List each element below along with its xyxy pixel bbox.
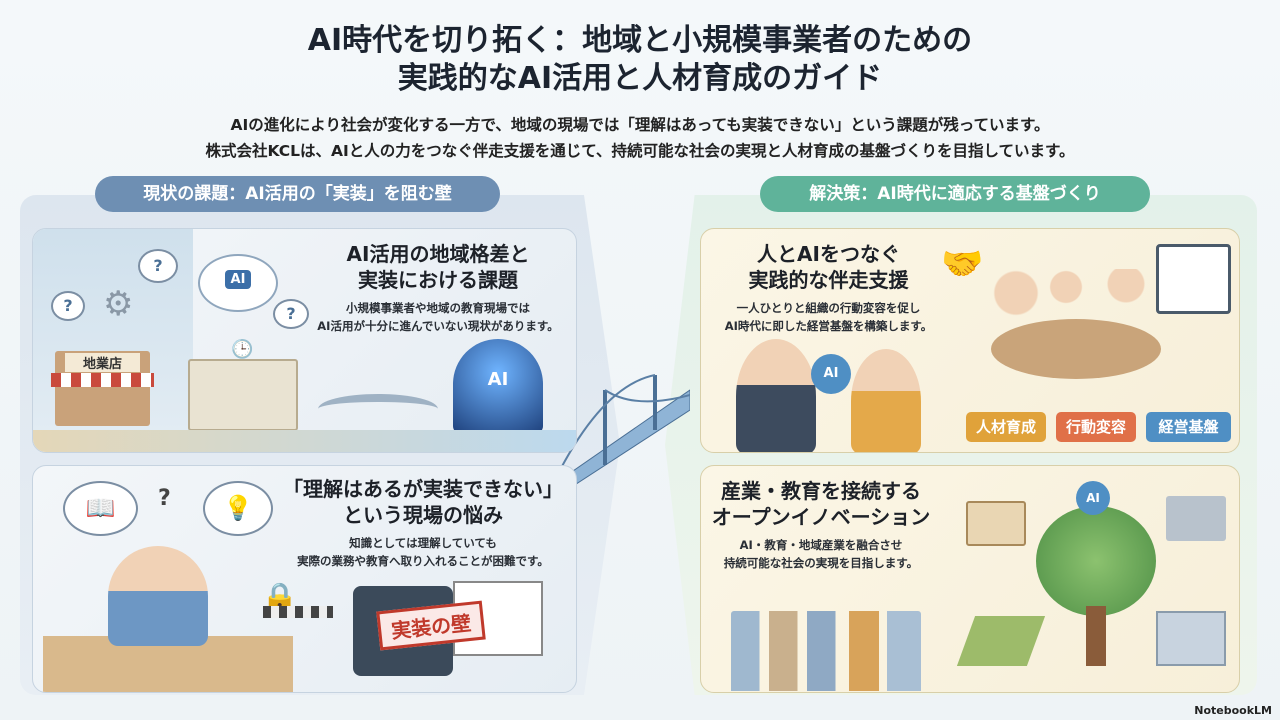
tree-of-ai [1036, 506, 1156, 616]
clock-icon: 🕒 [231, 339, 254, 360]
problem-header: 現状の課題：AI活用の「実装」を阻む壁 [95, 176, 500, 212]
card-text: AI活用の地域格差と実装における課題 小規模事業者や地域の教育現場では AI活用が… [298, 241, 576, 335]
ai-chip-bubble: AI [198, 254, 278, 312]
ai-figure: AI [453, 339, 543, 434]
ai-chip-label: AI [224, 270, 252, 289]
brand-label: NotebookLM [1194, 704, 1272, 717]
factory-icon [1166, 496, 1226, 541]
card-text: 「理解はあるが実装できない」という現場の悩み 知識としては理解していても実際の業… [273, 476, 573, 570]
card-title-line-1: AI活用の地域格差と [346, 242, 530, 266]
title-line-2: 実践的なAI活用と人材育成のガイド [397, 61, 883, 96]
ai-figure-label: AI [487, 369, 509, 390]
notebooklm-logo: NotebookLM [1194, 704, 1272, 717]
tag-talent-development: 人材育成 [966, 412, 1046, 442]
solution-header: 解決策：AI時代に適応する基盤づくり [760, 176, 1150, 212]
card-desc-line-2: AI活用が十分に進んでいない現状があります。 [317, 319, 559, 333]
card-open-innovation: 産業・教育を接続するオープンイノベーション AI・教育・地域産業を融合させ持続可… [700, 465, 1240, 693]
card-desc-line-1: 小規模事業者や地域の教育現場では [346, 301, 530, 315]
farm-field [956, 616, 1046, 666]
book-thought-bubble-icon: 📖 [63, 481, 138, 536]
tag-behavior-change: 行動変容 [1056, 412, 1136, 442]
card-text: 人とAIをつなぐ実践的な伴走支援 一人ひとりと組織の行動変容を促し AI時代に即し… [706, 241, 951, 335]
water [33, 430, 576, 452]
handshake-icon: 🤝 [941, 244, 984, 284]
school-building [188, 359, 298, 431]
question-bubble-icon: ? [138, 249, 178, 283]
gear-icon: ⚙ [103, 284, 134, 324]
data-center-icon [1156, 611, 1226, 666]
card-desc-line-1: 一人ひとりと組織の行動変容を促し [736, 301, 921, 315]
page-title: AI時代を切り拓く：地域と小規模事業者のための 実践的なAI活用と人材育成のガイ… [0, 22, 1280, 98]
card-desc-line-2: AI時代に即した経営基盤を構築します。 [724, 319, 933, 333]
city-skyline [731, 611, 921, 691]
school-icon [966, 501, 1026, 546]
subtitle-line-2: 株式会社KCLは、AIと人の力をつなぐ伴走支援を通じて、持続可能な社会の実現と人… [205, 142, 1075, 160]
meeting-people [986, 269, 1186, 329]
question-mark-icon: ? [158, 486, 171, 511]
barrier [263, 606, 333, 618]
worried-person [108, 546, 208, 646]
broken-bridge [318, 394, 438, 424]
card-title-line-2: 実装における課題 [358, 268, 518, 292]
title-line-1: AI時代を切り拓く：地域と小規模事業者のための [307, 23, 973, 58]
card-text: 産業・教育を接続するオープンイノベーション AI・教育・地域産業を融合させ持続可… [706, 478, 936, 572]
card-title-line-1: 「理解はあるが実装できない」 [283, 477, 563, 501]
card-title-line-2: という現場の悩み [343, 503, 503, 527]
card-implementation-gap: 📖 💡 ? 🔒 実装の壁 「理解はあるが実装できない」という現場の悩み 知識とし… [32, 465, 577, 693]
card-regional-gap: ? ? ⚙ 地業店 AI ? 🕒 AI AI活用の地域格差と実装における課題 小… [32, 228, 577, 453]
question-bubble-icon: ? [51, 291, 85, 321]
consultant-person [736, 339, 816, 452]
lightbulb-thought-bubble-icon: 💡 [203, 481, 273, 536]
card-desc-line-2: 実際の業務や教育へ取り入れることが困難です。 [297, 554, 549, 568]
subtitle-line-1: AIの進化により社会が変化する一方で、地域の現場では「理解はあっても実装できない… [230, 116, 1050, 134]
client-person [851, 349, 921, 452]
tag-management-foundation: 経営基盤 [1146, 412, 1231, 442]
dashboard-screen [1156, 244, 1231, 314]
ai-node-icon: AI [1076, 481, 1110, 515]
question-bubble-icon: ? [273, 299, 309, 329]
tree-trunk [1086, 606, 1106, 666]
card-title-line-1: 人とAIをつなぐ [757, 242, 900, 266]
ai-badge-icon: AI [811, 354, 851, 394]
shop-awning [51, 373, 154, 387]
bridge-illustration [560, 374, 690, 489]
card-title-line-1: 産業・教育を接続する [721, 479, 921, 503]
card-title-line-2: オープンイノベーション [711, 505, 931, 529]
card-desc-line-1: AI・教育・地域産業を融合させ [739, 538, 903, 552]
card-support: 人とAIをつなぐ実践的な伴走支援 一人ひとりと組織の行動変容を促し AI時代に即し… [700, 228, 1240, 453]
card-title-line-2: 実践的な伴走支援 [748, 268, 909, 292]
card-desc-line-1: 知識としては理解していても [349, 536, 497, 550]
card-desc-line-2: 持続可能な社会の実現を目指します。 [723, 556, 919, 570]
subtitle: AIの進化により社会が変化する一方で、地域の現場では「理解はあっても実装できない… [0, 112, 1280, 164]
meeting-table [991, 319, 1161, 379]
shop-sign: 地業店 [65, 353, 140, 372]
